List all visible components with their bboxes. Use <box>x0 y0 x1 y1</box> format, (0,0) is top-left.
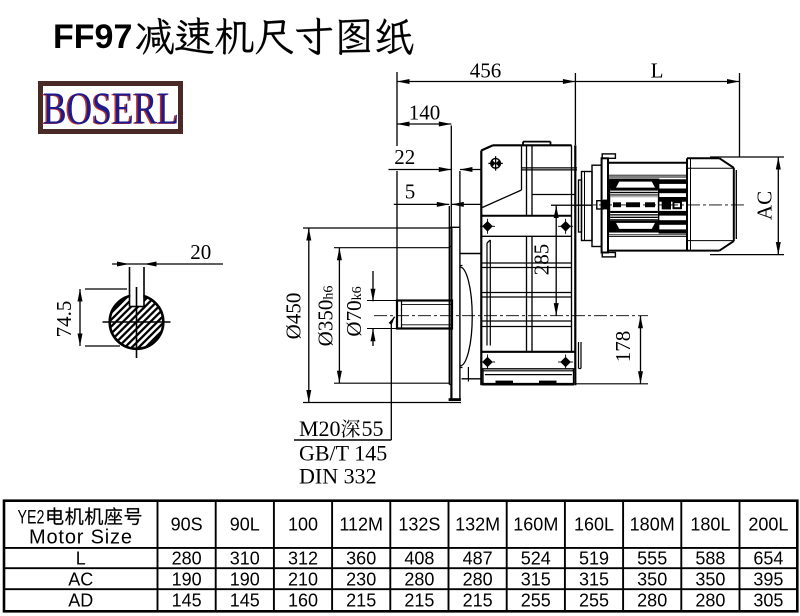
svg-text:BOSERL: BOSERL <box>42 84 178 134</box>
svg-text:160M: 160M <box>513 515 558 535</box>
svg-text:74.5: 74.5 <box>52 301 76 338</box>
svg-text:350: 350 <box>695 569 725 589</box>
svg-text:M20: M20 <box>299 416 341 441</box>
svg-text:20: 20 <box>190 240 211 264</box>
svg-text:YE2: YE2 <box>18 508 45 529</box>
svg-text:145: 145 <box>230 591 260 611</box>
svg-text:180M: 180M <box>630 515 675 535</box>
svg-text:395: 395 <box>753 569 783 589</box>
svg-text:215: 215 <box>346 591 376 611</box>
svg-text:524: 524 <box>521 548 551 568</box>
svg-text:487: 487 <box>463 548 493 568</box>
svg-text:456: 456 <box>470 59 502 83</box>
svg-text:178: 178 <box>611 331 635 363</box>
svg-text:360: 360 <box>346 548 376 568</box>
svg-text:180L: 180L <box>690 515 730 535</box>
svg-text:215: 215 <box>404 591 434 611</box>
svg-text:L: L <box>76 548 86 568</box>
svg-text:280: 280 <box>404 569 434 589</box>
svg-text:55: 55 <box>362 416 384 441</box>
svg-text:190: 190 <box>172 569 202 589</box>
svg-text:160: 160 <box>288 591 318 611</box>
svg-text:160L: 160L <box>574 515 614 535</box>
svg-text:210: 210 <box>288 569 318 589</box>
svg-text:AD: AD <box>68 591 93 611</box>
svg-text:140: 140 <box>409 101 441 125</box>
svg-text:112M: 112M <box>339 515 383 535</box>
svg-text:519: 519 <box>579 548 609 568</box>
svg-text:315: 315 <box>579 569 609 589</box>
svg-text:L: L <box>651 59 664 83</box>
svg-text:BOSERL: BOSERL <box>43 84 179 134</box>
svg-text:AC: AC <box>68 569 93 589</box>
svg-text:Motor Size: Motor Size <box>29 527 132 549</box>
svg-text:280: 280 <box>172 548 202 568</box>
svg-text:280: 280 <box>463 569 493 589</box>
svg-text:DIN 332: DIN 332 <box>299 464 377 489</box>
svg-text:588: 588 <box>695 548 725 568</box>
svg-text:GB/T 145: GB/T 145 <box>299 441 387 466</box>
svg-text:Ø450: Ø450 <box>282 293 306 340</box>
svg-text:280: 280 <box>695 591 725 611</box>
svg-text:230: 230 <box>346 569 376 589</box>
svg-text:5: 5 <box>405 180 416 204</box>
svg-text:255: 255 <box>579 591 609 611</box>
svg-text:132M: 132M <box>455 515 500 535</box>
svg-text:654: 654 <box>753 548 783 568</box>
svg-text:350: 350 <box>637 569 667 589</box>
svg-text:145: 145 <box>172 591 202 611</box>
svg-text:310: 310 <box>230 548 260 568</box>
svg-text:22: 22 <box>394 145 415 169</box>
svg-text:255: 255 <box>521 591 551 611</box>
svg-text:200L: 200L <box>748 515 788 535</box>
svg-text:132S: 132S <box>398 515 440 535</box>
svg-text:280: 280 <box>637 591 667 611</box>
svg-text:408: 408 <box>404 548 434 568</box>
svg-text:190: 190 <box>230 569 260 589</box>
svg-text:312: 312 <box>288 548 318 568</box>
svg-text:215: 215 <box>463 591 493 611</box>
svg-text:315: 315 <box>521 569 551 589</box>
svg-text:305: 305 <box>753 591 783 611</box>
svg-text:90S: 90S <box>171 515 203 535</box>
svg-text:FF97: FF97 <box>53 18 132 56</box>
svg-text:555: 555 <box>637 548 667 568</box>
svg-text:285: 285 <box>530 244 554 276</box>
svg-text:AC: AC <box>753 191 777 220</box>
svg-text:100: 100 <box>288 515 318 535</box>
svg-text:90L: 90L <box>230 515 260 535</box>
